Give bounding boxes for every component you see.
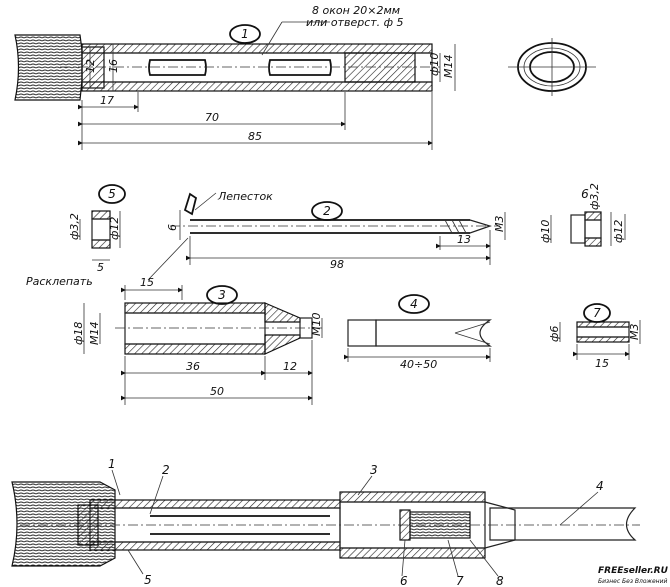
assembly-callout-3: 3: [370, 463, 378, 477]
rivet-note: Расклепать: [26, 275, 93, 288]
part-1-callout-circle: [229, 24, 261, 44]
part-1-note-line2: или отверст. ф 5: [306, 16, 404, 29]
part-2-dim-98: 98: [330, 258, 344, 271]
part-2-dim-13: 13: [457, 233, 471, 246]
part-3-dim-36: 36: [186, 360, 200, 373]
part-7-dim-d6: ф6: [548, 326, 561, 342]
part-6-number: 6: [581, 187, 589, 201]
part-5-washer: [79, 184, 126, 261]
part-3-number: 3: [218, 288, 226, 302]
part-5-dim-d12: ф12: [108, 217, 121, 240]
part-7-number: 7: [593, 306, 601, 320]
part-1-dim-d10: ф10: [428, 53, 441, 76]
watermark-subtitle: Бизнес Без Вложений: [598, 578, 667, 585]
part-1-end-view: [508, 38, 596, 96]
part-2-dim-m3: М3: [493, 216, 506, 233]
assembly-callout-7: 7: [456, 574, 464, 587]
assembly-callout-6: 6: [400, 574, 408, 587]
part-3-callout-circle: [206, 285, 238, 305]
assembly-callout-4: 4: [596, 479, 604, 493]
assembly-callout-2: 2: [162, 463, 170, 477]
assembly-callout-1: 1: [108, 457, 116, 471]
part-5-dim-d32: ф3,2: [68, 213, 81, 240]
part-2-callout-circle: [311, 201, 343, 221]
part-1-dim-85: 85: [248, 130, 262, 143]
assembly-callout-8: 8: [496, 574, 504, 587]
part-1-dim-70: 70: [205, 111, 219, 124]
part-1-dim-16: 16: [107, 59, 120, 73]
part-2-note: Лепесток: [217, 190, 273, 203]
assembly-callout-5: 5: [144, 573, 152, 587]
part-4-blade: [344, 319, 493, 362]
part-6-dim-d32: ф3,2: [588, 183, 601, 210]
part-3-sleeve: [83, 285, 323, 405]
part-7-dim-15: 15: [595, 357, 609, 370]
part-3-dim-m14: М14: [88, 322, 101, 346]
part-3-dim-15: 15: [140, 276, 154, 289]
part-6-dim-d10: ф10: [539, 220, 552, 243]
part-4-dim-length: 40÷50: [400, 358, 437, 371]
part-1-dim-12: 12: [84, 59, 97, 73]
part-2-dim-6: 6: [166, 224, 179, 231]
part-1-dim-m14: М14: [442, 55, 455, 79]
part-7-dim-m3: М3: [628, 324, 641, 341]
part-6-dim-d12: ф12: [612, 220, 625, 243]
part-7-pin: [559, 320, 641, 360]
part-3-dim-50: 50: [210, 385, 224, 398]
part-4-number: 4: [410, 297, 418, 311]
part-3-dim-m10: М10: [310, 313, 323, 337]
part-4-callout-circle: [398, 294, 430, 314]
part-1-note-line1: 8 окон 20×2мм: [312, 4, 400, 17]
part-7-callout-circle: [583, 303, 611, 323]
part-5-number: 5: [108, 187, 116, 201]
part-1-dim-17: 17: [100, 94, 114, 107]
part-6-washer: [550, 211, 626, 247]
part-2-number: 2: [323, 204, 331, 218]
part-1-number: 1: [241, 27, 249, 41]
part-3-dim-d18: ф18: [72, 322, 85, 345]
part-1-tube: [14, 21, 456, 150]
watermark-brand: FREEseller.RU: [598, 566, 669, 576]
part-5-dim-5: 5: [97, 261, 104, 274]
part-3-dim-12: 12: [283, 360, 297, 373]
assembly-view: [11, 469, 640, 577]
